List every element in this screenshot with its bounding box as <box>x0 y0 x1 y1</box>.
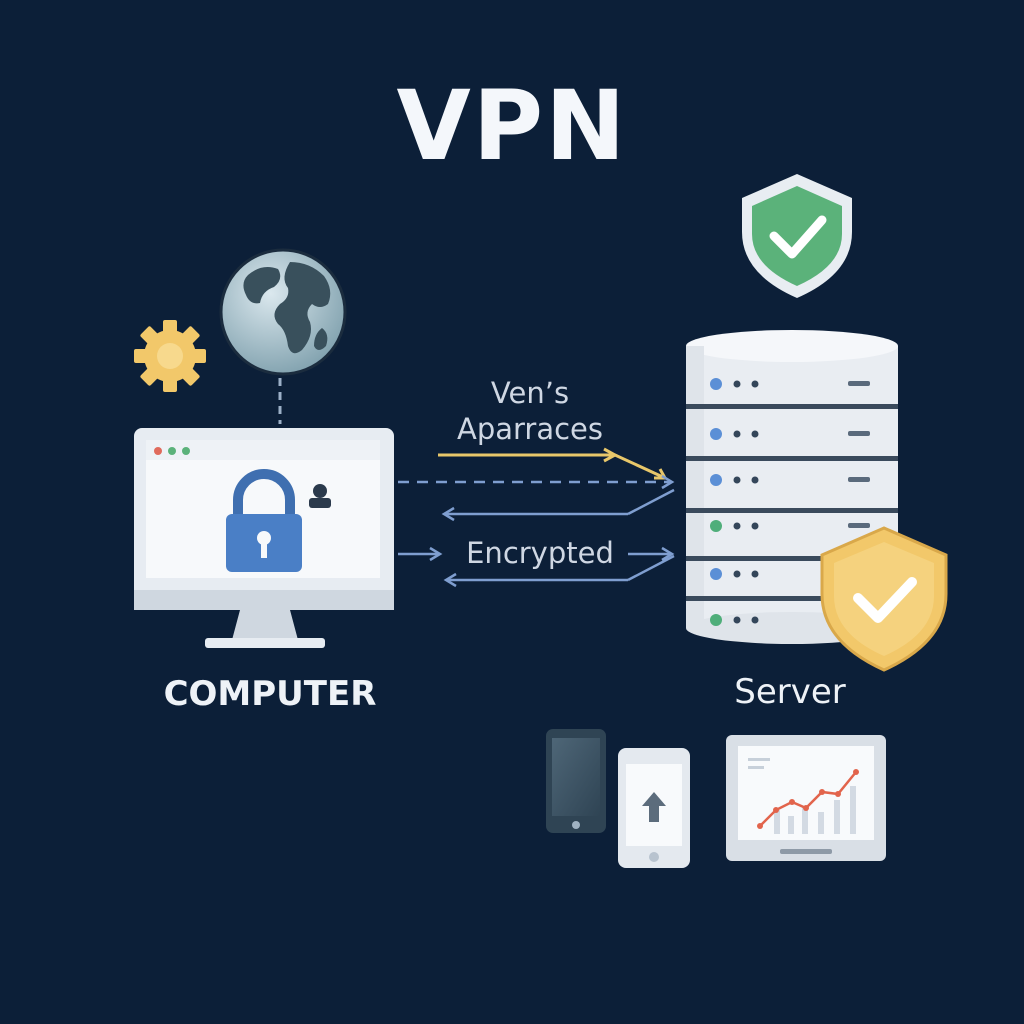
tunnel-label-line1: Ven’s <box>490 376 570 410</box>
server-unit-2 <box>710 428 870 440</box>
upload-arrow-icon <box>642 792 666 822</box>
tunnel-label-line2: Aparraces <box>456 412 604 446</box>
user-icon <box>309 484 331 508</box>
tunnel-label-encrypted: Encrypted <box>466 536 614 570</box>
window-close-dot <box>154 447 162 455</box>
computer-label: COMPUTER <box>163 674 377 714</box>
diagram-title: VPN <box>396 70 628 182</box>
line-chart-icon <box>757 769 859 829</box>
server-unit-6 <box>710 614 759 626</box>
server-unit-3 <box>710 474 870 486</box>
tunnel-arrows <box>398 447 675 588</box>
gear-icon <box>134 320 206 392</box>
globe-icon <box>219 248 347 376</box>
server-unit-5 <box>710 568 759 580</box>
window-max-dot <box>182 447 190 455</box>
chart-display <box>726 735 886 861</box>
lock-icon <box>226 469 302 572</box>
shield-check-icon <box>820 526 948 672</box>
shield-check-icon <box>742 174 852 298</box>
server-label: Server <box>734 672 846 712</box>
server-unit-1 <box>710 378 870 390</box>
phone-icon <box>546 729 606 833</box>
server-unit-4 <box>710 520 870 532</box>
window-min-dot <box>168 447 176 455</box>
